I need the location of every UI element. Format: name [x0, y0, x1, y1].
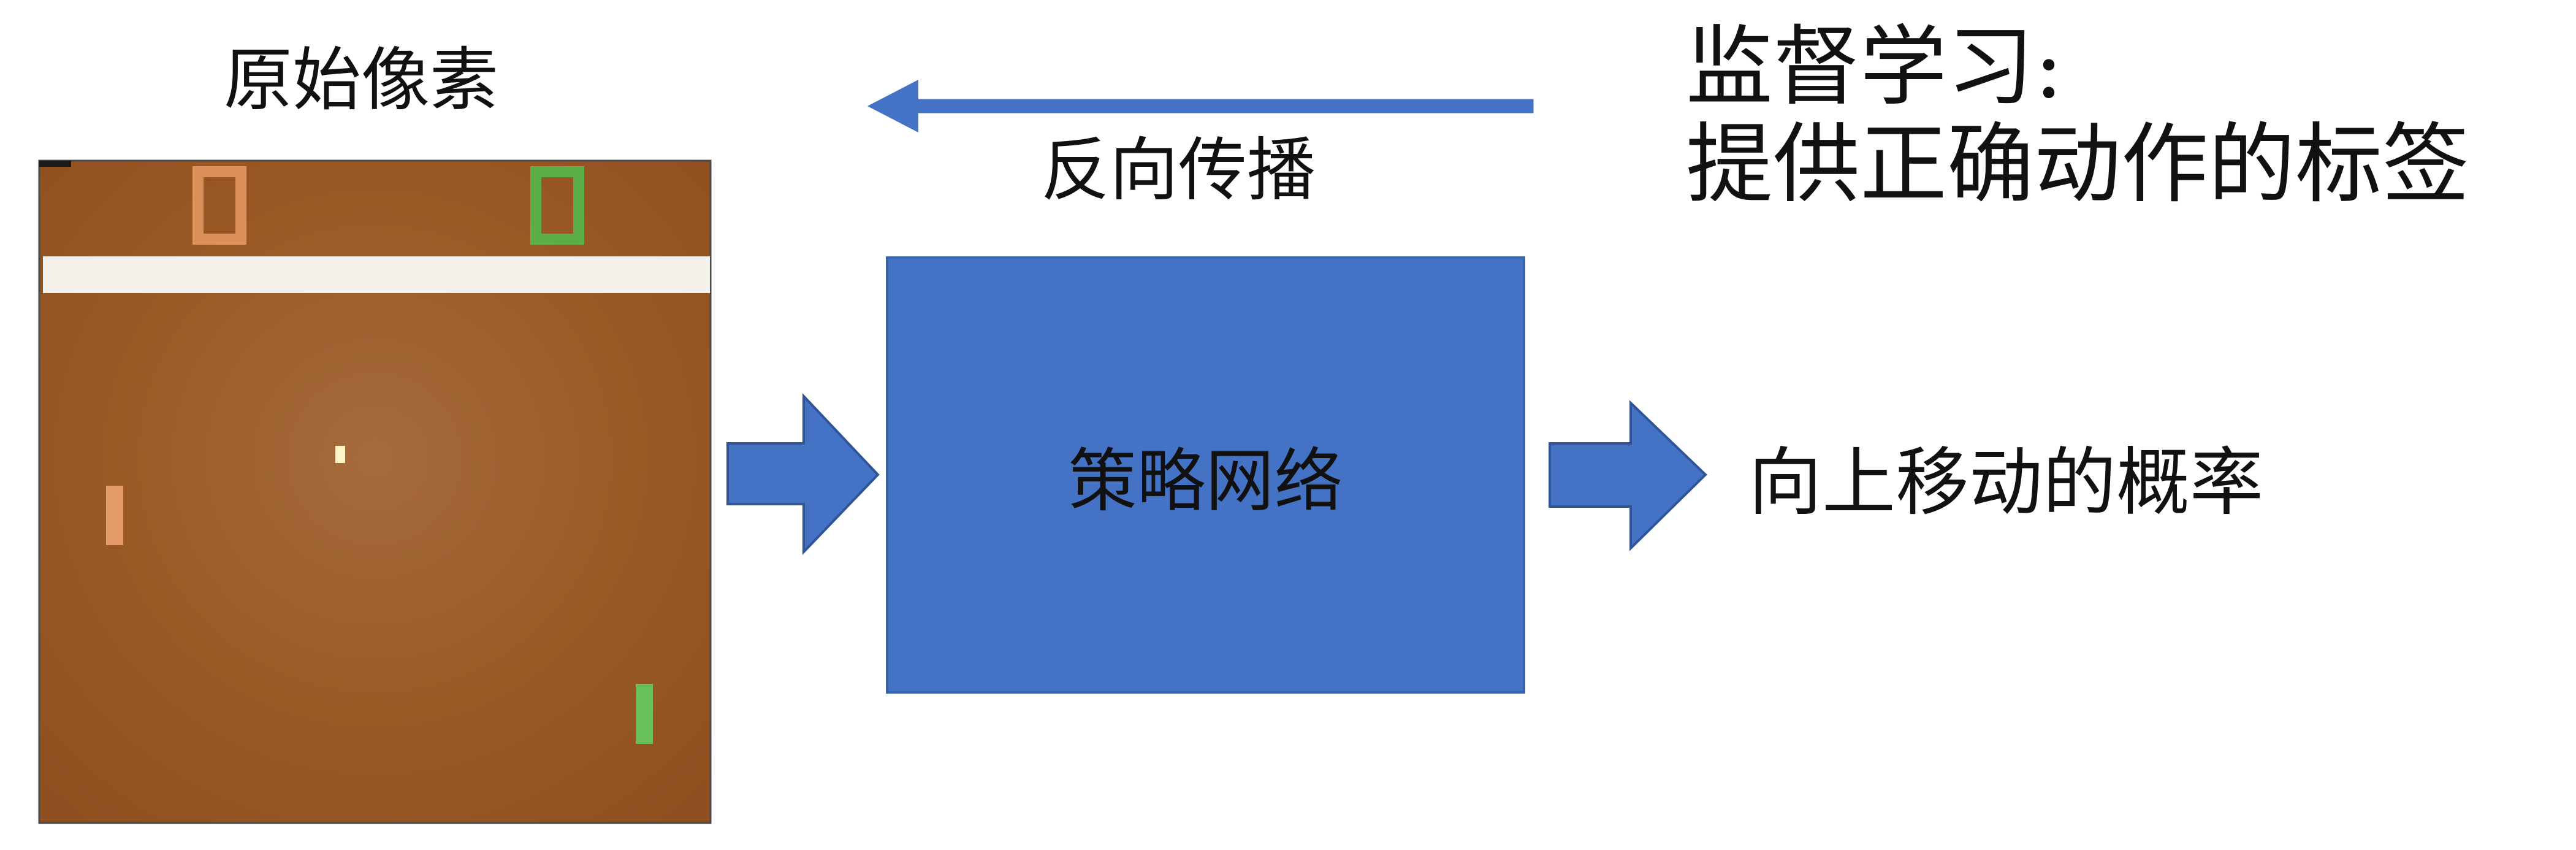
top-wall: [43, 256, 710, 293]
backprop-label: 反向传播: [1041, 131, 1316, 210]
supervised-learning-line-2: 提供正确动作的标签: [1686, 114, 2469, 216]
ball: [335, 446, 345, 463]
green-score-icon: [530, 166, 584, 245]
orange-score-icon: [192, 166, 246, 245]
input-arrow-icon: [726, 392, 880, 555]
output-arrow-icon: [1549, 400, 1707, 551]
policy-network-box: 策略网络: [886, 256, 1525, 694]
green-score-shadow: [532, 167, 583, 243]
game-screen: [38, 159, 712, 824]
feedback-arrow-head: [867, 80, 918, 132]
left-paddle: [106, 486, 123, 545]
raw-pixels-label: 原始像素: [224, 40, 498, 120]
orange-score-shadow: [194, 167, 245, 243]
right-paddle: [636, 684, 653, 744]
feedback-arrow: [867, 80, 1534, 132]
supervised-learning-line-1: 监督学习:: [1686, 17, 2063, 118]
supervised-learning-title: 监督学习: 提供正确动作的标签: [1686, 18, 2469, 213]
output-probability-label: 向上移动的概率: [1748, 440, 2263, 526]
top-left-marker: [39, 161, 71, 167]
